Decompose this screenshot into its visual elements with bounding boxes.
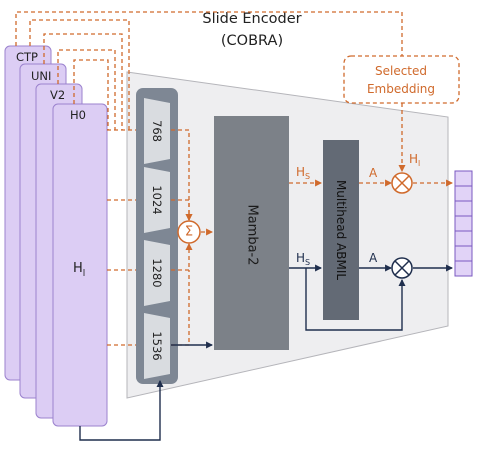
label-a-bottom: A [369, 251, 378, 265]
label-hl-top-main: H [409, 152, 418, 166]
hl-skip-line [79, 379, 164, 441]
projection-label-1536: 1536 [150, 331, 164, 360]
input-label-hl-sub: l [83, 269, 86, 279]
mamba-label: Mamba-2 [245, 204, 260, 265]
output-vector-cell [454, 185, 473, 202]
abmil-label: Multihead ABMIL [334, 180, 348, 280]
connector-top-level-4 [73, 59, 109, 130]
label-hs-top: HS [296, 165, 310, 181]
projection-box-1024 [144, 167, 170, 233]
projection-panel: 768 1024 1280 1536 [136, 88, 178, 384]
label-hs-bottom-sub: S [305, 258, 310, 267]
selected-embedding-line-2: Embedding [367, 82, 435, 96]
selected-embedding-box [343, 55, 460, 104]
title-line-2: (COBRA) [221, 33, 283, 49]
feature-label-v2: V2 [50, 88, 65, 102]
upper-path [289, 103, 454, 187]
skip-to-mult-lower [305, 268, 406, 331]
projection-label-1024: 1024 [150, 185, 164, 214]
output-vector-cell [454, 245, 473, 262]
input-label-hl-main: H [73, 261, 83, 276]
selected-embedding-line-1: Selected [375, 64, 427, 78]
output-vector-cell [454, 215, 473, 232]
line-768-to-sum [171, 129, 193, 222]
label-hl-top-sub: l [418, 159, 420, 168]
feature-stacks: CTP UNI V2 H0 Hl [4, 45, 108, 427]
label-a-top: A [369, 166, 378, 180]
output-vector-cell [454, 230, 473, 247]
label-hs-top-sub: S [305, 172, 310, 181]
projection-box-1536 [144, 313, 170, 379]
feature-label-uni: UNI [31, 69, 51, 83]
feature-connections [15, 11, 403, 349]
projection-box-1280 [144, 240, 170, 306]
sum-symbol: Σ [185, 225, 193, 240]
output-vector-cell [454, 260, 473, 277]
connector-top-level-3 [57, 49, 116, 130]
output-vector [454, 170, 473, 277]
multiply-node-upper-x [394, 175, 410, 191]
lower-path [289, 264, 454, 331]
projection-label-1280: 1280 [150, 258, 164, 287]
mamba-block [214, 116, 289, 350]
multiply-node-lower-x [394, 260, 410, 276]
output-vector-cell [454, 200, 473, 217]
projection-label-768: 768 [150, 120, 164, 142]
connector-selected-embedding [15, 11, 403, 56]
feature-label-h0: H0 [70, 108, 86, 122]
connector-top-level-2 [43, 33, 123, 130]
title-line-1: Slide Encoder [202, 11, 301, 27]
line-1024-to-sum [171, 199, 193, 222]
input-skip-path [79, 341, 214, 441]
projection-box-768 [144, 98, 170, 164]
sum-node [177, 220, 201, 244]
label-hs-bottom: HS [296, 251, 310, 267]
output-vector-cell [454, 170, 473, 187]
label-hs-bottom-main: H [296, 251, 305, 265]
label-hs-top-main: H [296, 165, 305, 179]
input-label-hl: Hl [73, 261, 85, 279]
abmil-block [323, 140, 359, 320]
feature-label-ctp: CTP [16, 50, 38, 64]
label-hl-top: Hl [409, 152, 420, 168]
